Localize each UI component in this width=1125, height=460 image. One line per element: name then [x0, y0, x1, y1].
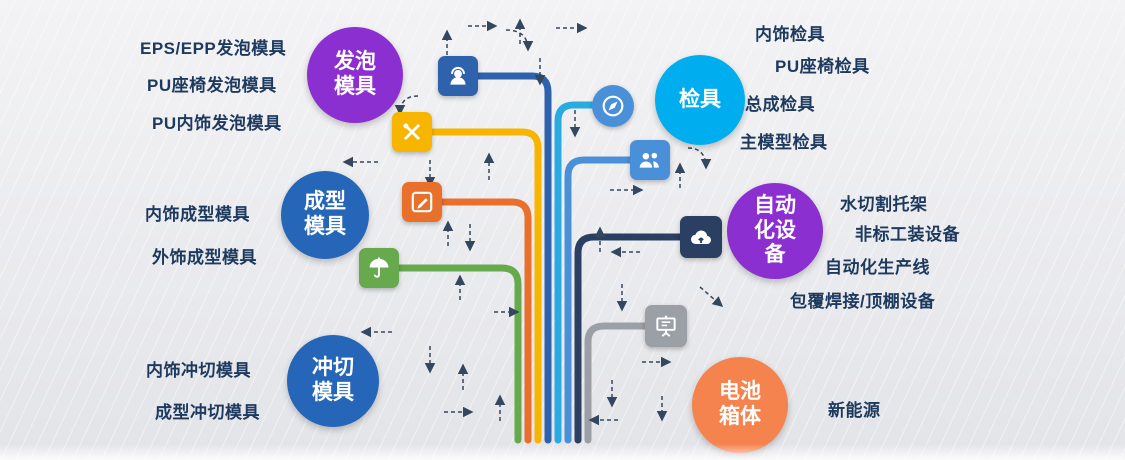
foam-item: EPS/EPP发泡模具	[140, 39, 287, 58]
automation-item: 非标工装设备	[855, 225, 960, 244]
battery-item: 新能源	[828, 401, 881, 420]
cloud-upload-icon	[680, 216, 722, 258]
bubble-label: 冲切模具	[312, 356, 354, 404]
inspection-item: PU座椅检具	[775, 57, 870, 76]
category-bubble-molding: 成型模具	[281, 171, 369, 259]
molding-item: 外饰成型模具	[152, 248, 257, 267]
foam-item: PU内饰发泡模具	[152, 114, 282, 133]
molding-item: 内饰成型模具	[145, 205, 250, 224]
inspection-item: 主模型检具	[740, 133, 828, 152]
bubble-label: 自动化设备	[754, 193, 796, 267]
automation-item: 自动化生产线	[825, 258, 930, 277]
bubble-label: 检具	[679, 87, 721, 111]
crossed-tools-icon	[392, 112, 432, 152]
people-group-icon	[630, 140, 670, 180]
bubble-label: 电池箱体	[719, 380, 761, 428]
bubble-label: 成型模具	[304, 190, 346, 238]
presentation-board-icon	[645, 305, 687, 347]
inspection-item: 内饰检具	[755, 25, 825, 44]
automation-item: 包覆焊接/顶棚设备	[790, 292, 936, 311]
inspection-item: 总成检具	[745, 95, 815, 114]
headset-operator-icon	[438, 56, 478, 96]
pencil-edit-icon	[402, 182, 442, 222]
foam-item: PU座椅发泡模具	[147, 76, 277, 95]
punching-item: 成型冲切模具	[155, 403, 260, 422]
bubble-label: 发泡模具	[334, 50, 376, 98]
punching-item: 内饰冲切模具	[146, 361, 251, 380]
category-bubble-automation: 自动化设备	[727, 183, 823, 279]
category-bubble-inspection: 检具	[655, 55, 745, 145]
category-bubble-punching: 冲切模具	[287, 335, 379, 427]
floor-highlight	[0, 444, 1125, 460]
category-bubble-battery: 电池箱体	[692, 357, 788, 453]
umbrella-icon	[359, 248, 399, 288]
automation-item: 水切割托架	[840, 195, 928, 214]
category-bubble-foam: 发泡模具	[307, 27, 403, 123]
compass-icon	[592, 85, 634, 127]
